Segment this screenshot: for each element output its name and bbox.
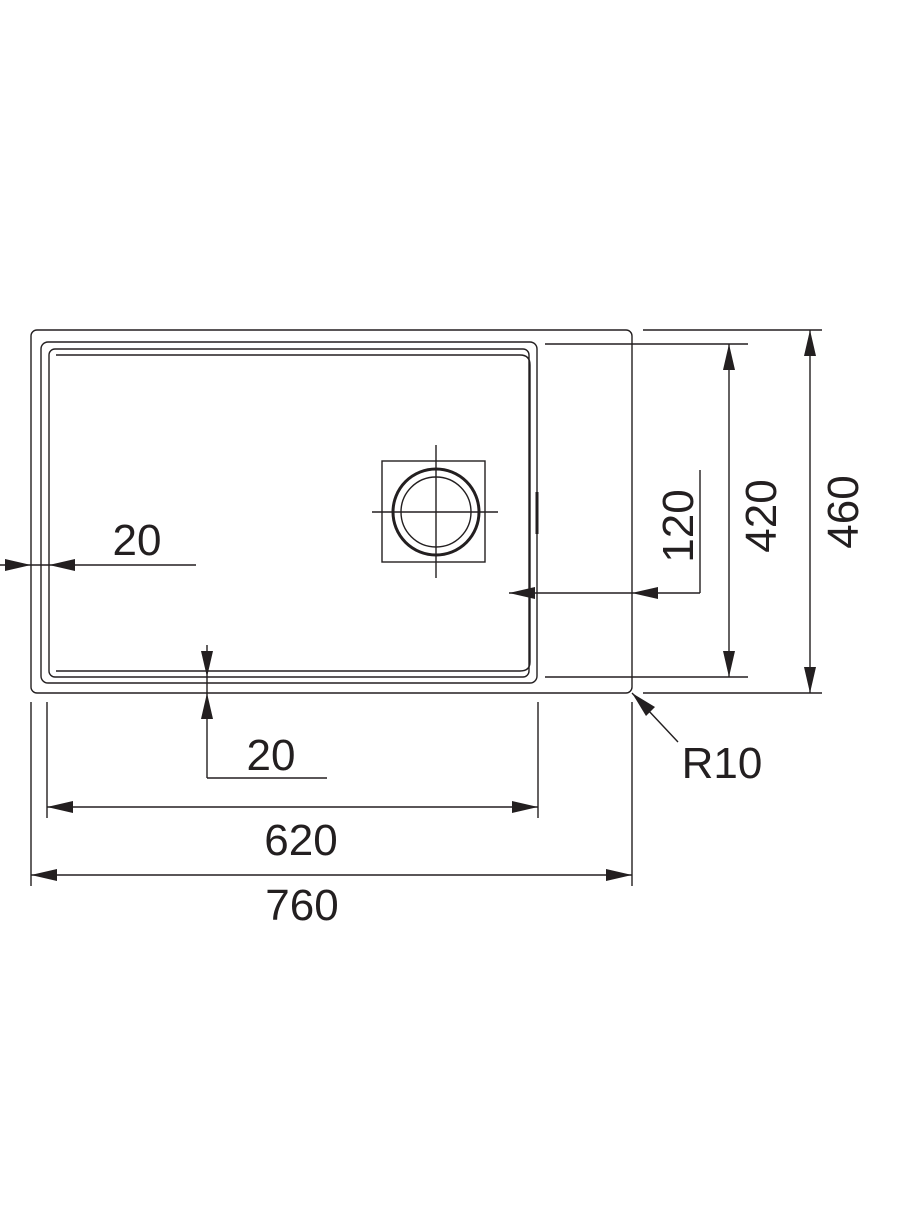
- dimension-front-margin: [201, 645, 327, 779]
- label-corner-radius: R10: [682, 739, 763, 788]
- sink-outer-outline: [30, 329, 633, 694]
- extension-lines-right: [545, 329, 822, 694]
- label-front-margin: 20: [247, 731, 296, 780]
- label-bowl-depth: 420: [737, 479, 786, 552]
- dimension-bowl-depth: [723, 344, 735, 677]
- label-bowl-width: 620: [264, 816, 337, 865]
- dimension-waste-offset: [509, 470, 701, 599]
- label-waste-offset: 120: [654, 489, 703, 562]
- dimension-overall-width: [31, 869, 632, 881]
- label-overall-width: 760: [265, 881, 338, 930]
- corner-radius-leader: [631, 692, 679, 743]
- label-overall-depth: 460: [819, 475, 868, 548]
- extension-lines-bottom: [30, 702, 633, 886]
- dimension-overall-depth: [804, 330, 816, 693]
- waste-drain: [372, 445, 498, 578]
- dimension-left-margin: [0, 559, 196, 571]
- label-left-margin: 20: [113, 516, 162, 565]
- dimension-bowl-width: [47, 801, 538, 813]
